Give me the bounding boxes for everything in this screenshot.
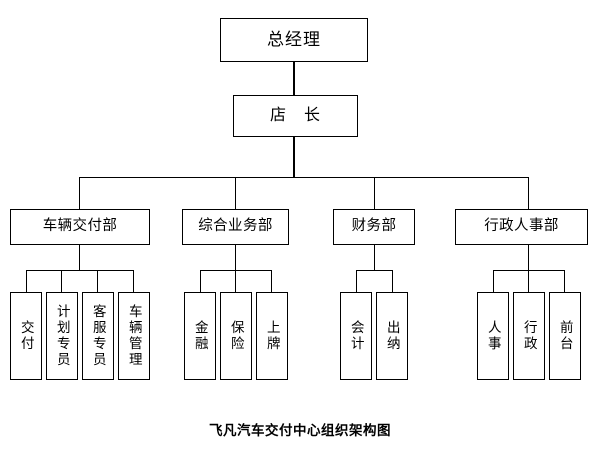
connector-dept2-down [235,245,237,270]
connector-stub-d3-2 [392,270,394,292]
node-label-department-vehicle-delivery: 车辆交付部 [42,218,118,235]
node-team-cashier[interactable]: 出纳 [376,292,408,380]
node-team-administration[interactable]: 行政 [513,292,545,380]
node-team-insurance[interactable]: 保险 [220,292,252,380]
node-label-team-finance-loan: 金融 [192,320,208,352]
node-general-manager[interactable]: 总经理 [220,18,368,62]
node-team-accounting[interactable]: 会计 [340,292,372,380]
node-department-vehicle-delivery[interactable]: 车辆交付部 [10,209,150,245]
node-team-human-resources[interactable]: 人事 [477,292,509,380]
node-store-manager[interactable]: 店 长 [233,95,358,137]
node-department-admin-hr[interactable]: 行政人事部 [455,209,588,245]
connector-stub-d2-2 [235,270,237,292]
connector-stub-d4-3 [564,270,566,292]
node-label-department-admin-hr: 行政人事部 [484,218,559,235]
node-label-store-manager: 店 长 [269,107,321,125]
node-label-team-delivery: 交付 [18,320,34,352]
connector-gm-to-store-manager [293,62,295,95]
connector-stub-d1-4 [133,270,135,292]
connector-dept3-down [374,245,376,270]
node-team-planning-specialist[interactable]: 计划专员 [46,292,78,380]
connector-stub-d2-3 [271,270,273,292]
node-label-department-finance: 财务部 [351,218,397,235]
node-label-team-customer-service-specialist: 客服专员 [90,304,106,368]
node-label-team-license-plate: 上牌 [264,320,280,352]
node-team-vehicle-management[interactable]: 车辆管理 [118,292,150,380]
connector-dept1-bus [26,270,133,272]
connector-dept3-bus [356,270,393,272]
node-team-license-plate[interactable]: 上牌 [256,292,288,380]
connector-dept1-down [79,245,81,270]
connector-department-bus [79,177,529,179]
node-label-team-vehicle-management: 车辆管理 [126,304,142,368]
node-label-general-manager: 总经理 [267,29,321,49]
diagram-caption: 飞凡汽车交付中心组织架构图 [209,423,391,438]
connector-stub-d2-1 [200,270,202,292]
connector-stub-d4-2 [528,270,530,292]
connector-store-manager-down [293,137,295,177]
connector-dept4-down [528,245,530,270]
connector-stub-dept-1 [79,177,81,209]
connector-stub-dept-3 [374,177,376,209]
connector-stub-dept-4 [528,177,530,209]
node-label-team-administration: 行政 [521,320,537,352]
node-team-finance-loan[interactable]: 金融 [184,292,216,380]
node-department-comprehensive-business[interactable]: 综合业务部 [182,209,289,245]
node-label-department-comprehensive-business: 综合业务部 [198,218,273,235]
node-label-team-human-resources: 人事 [485,320,501,352]
node-label-team-planning-specialist: 计划专员 [54,304,70,368]
node-label-team-cashier: 出纳 [384,320,400,352]
node-team-customer-service-specialist[interactable]: 客服专员 [82,292,114,380]
connector-stub-d1-3 [97,270,99,292]
node-label-team-front-desk: 前台 [557,320,573,352]
node-team-delivery[interactable]: 交付 [10,292,42,380]
connector-stub-d4-1 [493,270,495,292]
connector-stub-d1-2 [61,270,63,292]
node-team-front-desk[interactable]: 前台 [549,292,581,380]
connector-stub-d1-1 [26,270,28,292]
connector-stub-d3-1 [356,270,358,292]
node-label-team-accounting: 会计 [348,320,364,352]
connector-stub-dept-2 [235,177,237,209]
node-department-finance[interactable]: 财务部 [333,209,415,245]
node-label-team-insurance: 保险 [228,320,244,352]
